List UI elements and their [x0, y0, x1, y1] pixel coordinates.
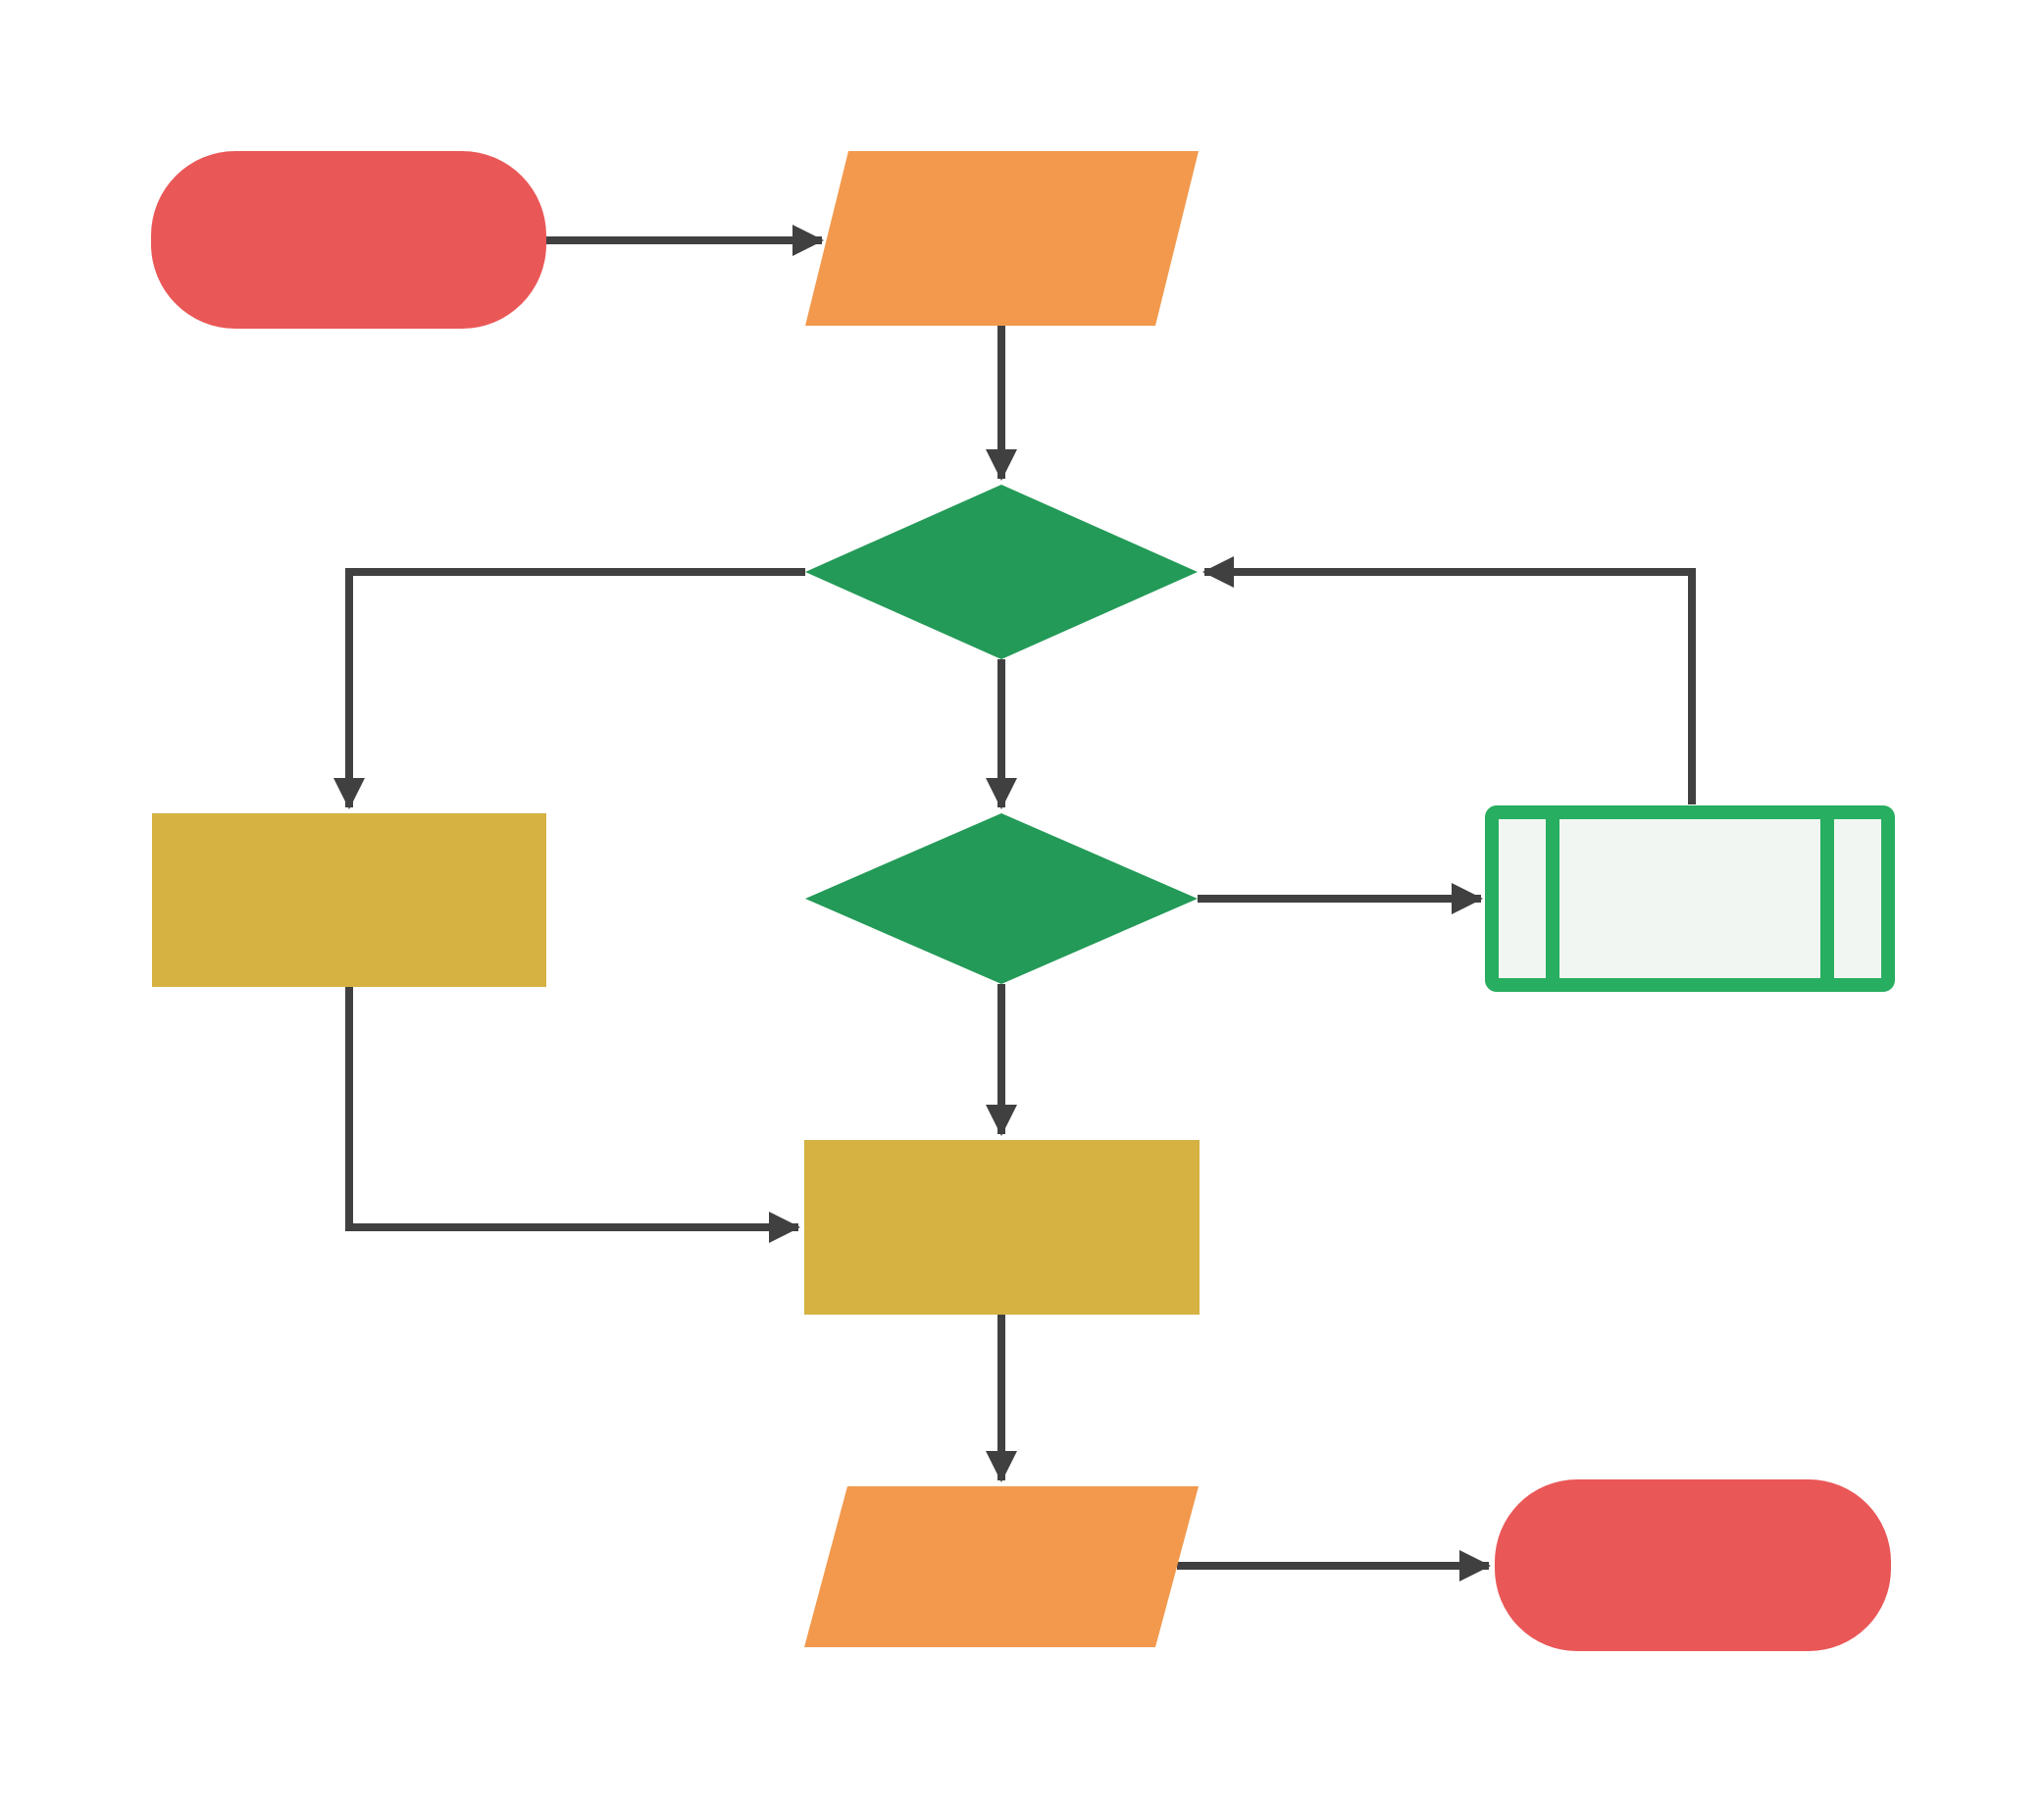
connectors-layer — [333, 225, 1696, 1581]
nodes-layer — [151, 151, 1895, 1651]
start-terminator-node — [151, 151, 546, 329]
process-left-node — [152, 813, 546, 987]
predefined-process-node — [1485, 805, 1895, 992]
connector-predefined-process-to-decision-1 — [1202, 556, 1696, 804]
input-top-node — [805, 151, 1199, 326]
connector-process-left-to-process-center — [345, 987, 800, 1243]
process-center-node — [804, 1140, 1200, 1315]
decision-2-node — [805, 813, 1198, 984]
connector-decision-1-to-process-left — [333, 568, 805, 809]
decision-1-node — [805, 485, 1198, 659]
end-terminator-node — [1495, 1479, 1891, 1651]
output-bottom-node — [804, 1486, 1199, 1647]
